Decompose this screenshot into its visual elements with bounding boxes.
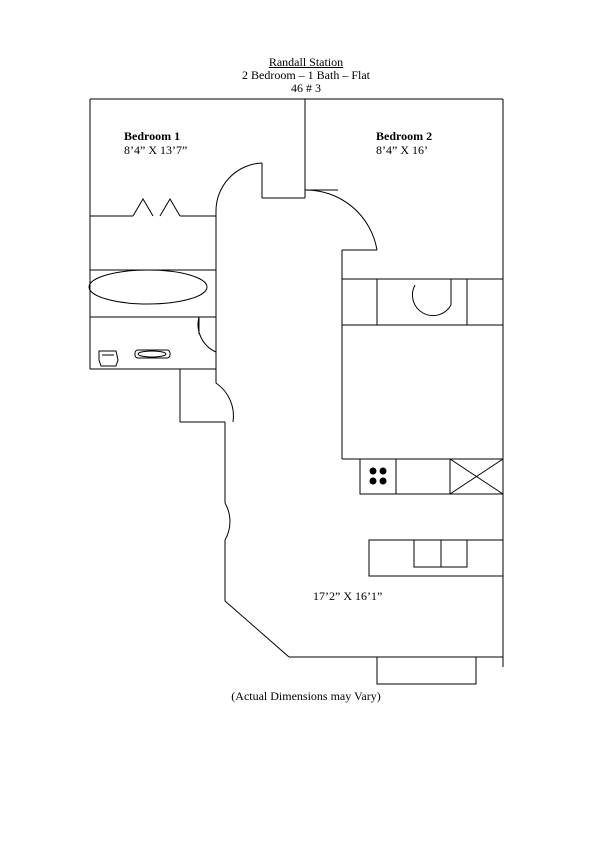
outer-walls [89, 98, 504, 667]
toilet-icon [98, 350, 119, 367]
bedroom2-door [304, 189, 378, 251]
bathroom [88, 216, 234, 423]
bedroom1-closet [90, 198, 217, 217]
bathtub [88, 269, 208, 305]
bedroom-partitions [215, 99, 378, 251]
bedroom1-door [215, 162, 263, 213]
entry-door [224, 502, 231, 541]
kitchen-counter [368, 539, 504, 577]
unit-number: 46 # 3 [291, 81, 321, 95]
hall-closet-door [215, 382, 234, 423]
bathroom-door [197, 316, 217, 353]
bedroom2-label: Bedroom 2 [376, 129, 433, 143]
dimensions-note: (Actual Dimensions may Vary) [231, 689, 381, 703]
kitchen [342, 458, 504, 577]
entry-and-balcony [224, 502, 477, 685]
stove-burners-icon [369, 467, 387, 485]
plan-title: Randall Station [268, 55, 344, 69]
balcony [376, 656, 477, 685]
bath-sink-icon [134, 349, 171, 359]
plan-subtitle: 2 Bedroom – 1 Bath – Flat [242, 68, 370, 82]
bedroom2-dims: 8’4” X 16’ [376, 143, 428, 157]
living-dims: 17’2” X 16’1” [313, 589, 383, 603]
bedroom1-label: Bedroom 1 [124, 129, 181, 143]
bedroom1-dims: 8’4” X 13’7” [124, 143, 188, 157]
bedroom2-closet [341, 250, 504, 459]
